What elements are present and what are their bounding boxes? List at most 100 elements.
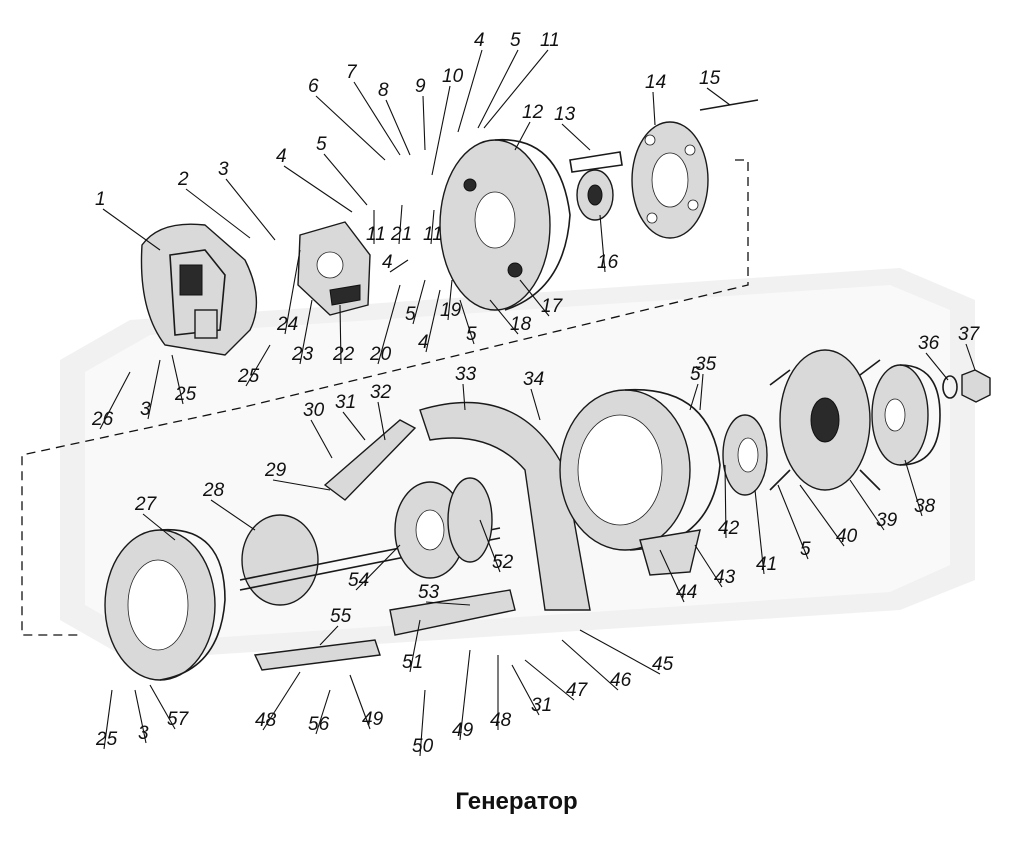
callout-label-8: 8 bbox=[378, 80, 389, 101]
callout-leader-11 bbox=[483, 49, 549, 129]
callout-leader-23 bbox=[299, 299, 313, 365]
callout-label-36: 36 bbox=[918, 333, 940, 354]
callout-label-21: 21 bbox=[390, 224, 412, 245]
callout-label-57: 57 bbox=[167, 709, 190, 730]
callout-leader-31 bbox=[511, 664, 540, 716]
callout-leader-25 bbox=[103, 689, 113, 750]
brush-holder-part bbox=[297, 221, 371, 316]
callout-leader-31 bbox=[342, 411, 366, 441]
callout-leader-47 bbox=[524, 659, 575, 701]
callout-leader-48 bbox=[262, 671, 301, 731]
callout-leader-3 bbox=[134, 689, 147, 744]
callout-label-56: 56 bbox=[308, 714, 330, 735]
callout-label-26: 26 bbox=[91, 409, 114, 430]
callout-leader-4 bbox=[425, 289, 441, 353]
callout-label-5: 5 bbox=[800, 539, 811, 560]
slip-ring-part bbox=[394, 477, 493, 579]
callout-label-11: 11 bbox=[423, 224, 443, 245]
callout-leader-34 bbox=[530, 388, 541, 421]
callout-leader-29 bbox=[272, 479, 331, 491]
callout-label-46: 46 bbox=[610, 670, 632, 691]
callout-label-51: 51 bbox=[402, 652, 423, 673]
bearing-cover-part bbox=[722, 414, 768, 496]
callout-label-25: 25 bbox=[95, 729, 118, 750]
callout-leader-18 bbox=[489, 299, 519, 335]
callout-leader-32 bbox=[377, 401, 386, 441]
callout-label-34: 34 bbox=[523, 369, 544, 390]
callout-label-4: 4 bbox=[418, 332, 429, 353]
callout-label-42: 42 bbox=[718, 518, 740, 539]
front-cover-part bbox=[439, 138, 571, 311]
callout-label-43: 43 bbox=[714, 567, 736, 588]
callout-label-11: 11 bbox=[540, 30, 560, 51]
fan-part bbox=[769, 349, 881, 491]
housing-part bbox=[559, 388, 721, 576]
callout-leader-35 bbox=[699, 373, 704, 411]
callout-leader-27 bbox=[142, 513, 176, 541]
callout-label-37: 37 bbox=[958, 324, 981, 345]
callout-leader-26 bbox=[99, 371, 131, 430]
callout-label-25: 25 bbox=[237, 366, 260, 387]
callout-label-48: 48 bbox=[490, 710, 512, 731]
callout-label-50: 50 bbox=[412, 736, 434, 757]
callout-label-17: 17 bbox=[541, 296, 564, 317]
callout-leader-40 bbox=[799, 484, 845, 547]
callout-label-5: 5 bbox=[316, 134, 327, 155]
bracket-parts bbox=[253, 419, 516, 671]
callout-label-39: 39 bbox=[876, 510, 898, 531]
callout-label-20: 20 bbox=[369, 344, 392, 365]
callout-label-38: 38 bbox=[914, 496, 936, 517]
callout-label-28: 28 bbox=[202, 480, 225, 501]
callout-label-3: 3 bbox=[138, 723, 149, 744]
callout-label-2: 2 bbox=[177, 169, 189, 190]
callout-leader-50 bbox=[419, 689, 426, 757]
callout-leader-25 bbox=[245, 344, 271, 387]
callout-label-4: 4 bbox=[382, 252, 393, 273]
callout-leader-5 bbox=[412, 279, 426, 325]
callout-label-22: 22 bbox=[332, 344, 355, 365]
callout-label-49: 49 bbox=[362, 709, 384, 730]
callout-label-13: 13 bbox=[554, 104, 576, 125]
callout-leader-11 bbox=[430, 209, 435, 245]
washer-nut-part bbox=[942, 369, 991, 403]
callout-leader-15 bbox=[706, 87, 731, 106]
callout-label-19: 19 bbox=[440, 300, 462, 321]
callout-label-5: 5 bbox=[466, 324, 477, 345]
callout-leader-33 bbox=[462, 383, 466, 411]
callout-leader-9 bbox=[422, 95, 426, 151]
callout-label-49: 49 bbox=[452, 720, 474, 741]
callout-label-52: 52 bbox=[492, 552, 514, 573]
callout-leader-30 bbox=[310, 419, 333, 459]
callout-leader-51 bbox=[409, 619, 421, 673]
callout-label-5: 5 bbox=[405, 304, 416, 325]
callout-label-53: 53 bbox=[418, 582, 440, 603]
callout-label-48: 48 bbox=[255, 710, 277, 731]
callout-label-16: 16 bbox=[597, 252, 619, 273]
callout-label-15: 15 bbox=[699, 68, 721, 89]
callout-leader-8 bbox=[385, 99, 411, 156]
callout-leader-28 bbox=[210, 499, 256, 531]
callout-leader-5 bbox=[477, 49, 519, 129]
callout-label-33: 33 bbox=[455, 364, 477, 385]
callout-label-12: 12 bbox=[522, 102, 544, 123]
callout-leader-38 bbox=[904, 459, 923, 517]
callout-leader-12 bbox=[514, 121, 531, 151]
callout-leader-22 bbox=[339, 304, 342, 365]
callout-leader-1 bbox=[102, 208, 161, 251]
callout-leader-56 bbox=[315, 689, 331, 735]
callout-leader-2 bbox=[185, 188, 251, 239]
callout-leader-17 bbox=[519, 279, 550, 317]
callout-label-41: 41 bbox=[756, 554, 777, 575]
callout-leader-20 bbox=[377, 284, 401, 365]
callout-label-29: 29 bbox=[264, 460, 287, 481]
callout-label-23: 23 bbox=[291, 344, 314, 365]
callout-label-55: 55 bbox=[330, 606, 352, 627]
callout-label-5: 5 bbox=[510, 30, 521, 51]
callout-label-32: 32 bbox=[370, 382, 392, 403]
callout-label-45: 45 bbox=[652, 654, 674, 675]
callout-leader-57 bbox=[149, 684, 176, 730]
callout-leader-6 bbox=[315, 95, 386, 161]
callout-label-3: 3 bbox=[140, 399, 151, 420]
diagram-caption: Генератор bbox=[455, 788, 578, 815]
